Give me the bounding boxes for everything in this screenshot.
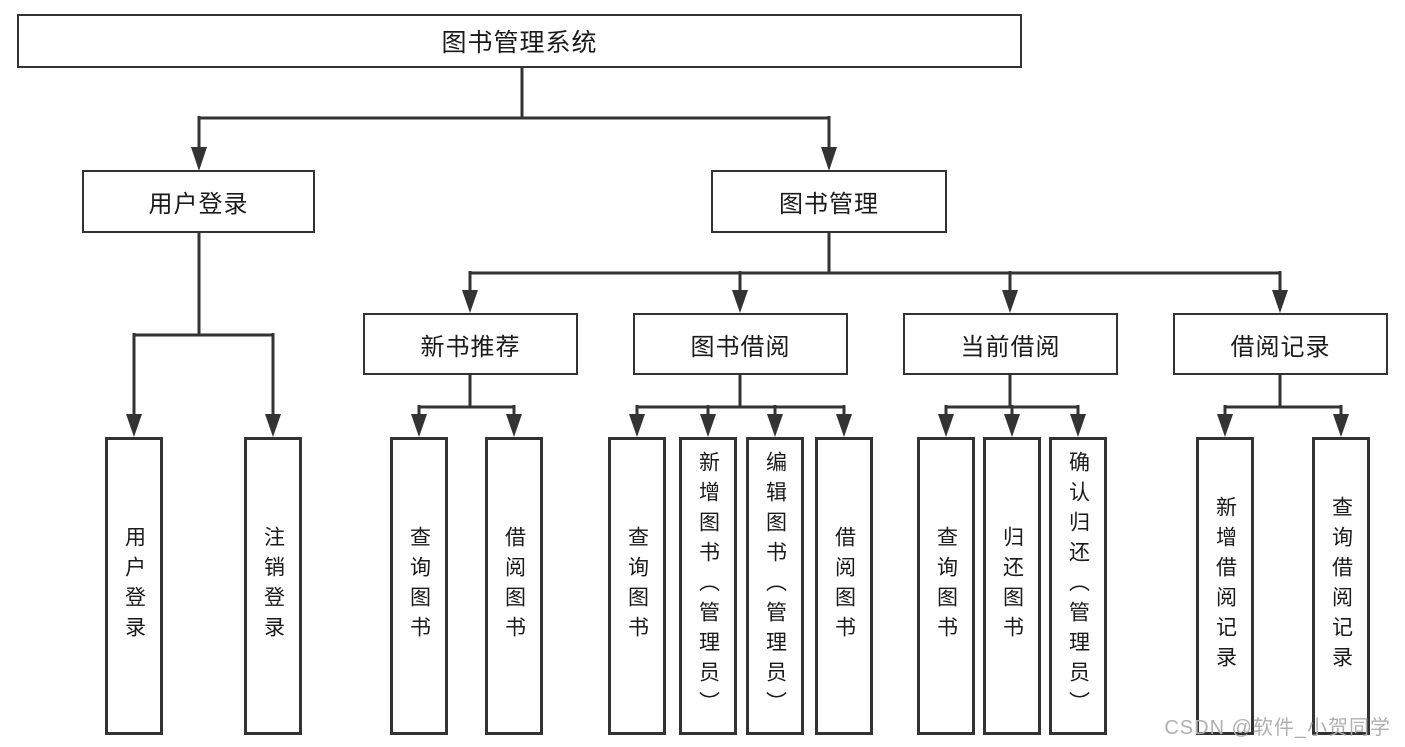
node-user-login: 用户登录 [82,170,315,233]
node-user-login-leaf: 用户登录 [105,437,163,735]
node-borrow-books-borrowing: 借阅图书 [815,437,873,735]
node-query-books-borrowing: 查询图书 [608,437,666,735]
connector-book-management [468,233,1282,293]
node-logout-leaf: 注销登录 [244,437,302,735]
node-add-borrow-record: 新增借阅记录 [1196,437,1254,735]
node-borrow-books-recommend: 借阅图书 [485,437,543,735]
connector-current-borrowing [944,375,1080,416]
node-new-book-recommendation: 新书推荐 [363,313,578,375]
node-current-borrowing: 当前借阅 [903,313,1118,375]
node-query-borrow-record: 查询借阅记录 [1312,437,1370,735]
node-book-management: 图书管理 [711,170,947,233]
node-edit-books-admin: 编辑图书（管理员） [746,437,804,735]
node-library-management-system: 图书管理系统 [17,14,1022,68]
node-book-borrowing: 图书借阅 [633,313,848,375]
node-add-books-admin: 新增图书（管理员） [679,437,737,735]
connector-new-book-recommendation [417,375,516,416]
node-query-books-current: 查询图书 [917,437,975,735]
connector-borrowing-records [1223,375,1343,416]
connector-book-borrowing [635,375,846,416]
node-confirm-return-admin: 确认归还（管理员） [1049,437,1107,735]
arrowheads [126,147,1349,437]
node-return-books: 归还图书 [983,437,1041,735]
connector-root [197,68,831,150]
csdn-watermark: CSDN @软件_小贺同学 [1164,717,1391,739]
connector-user-login [132,233,275,416]
node-borrowing-records: 借阅记录 [1173,313,1388,375]
node-query-books-recommend: 查询图书 [390,437,448,735]
